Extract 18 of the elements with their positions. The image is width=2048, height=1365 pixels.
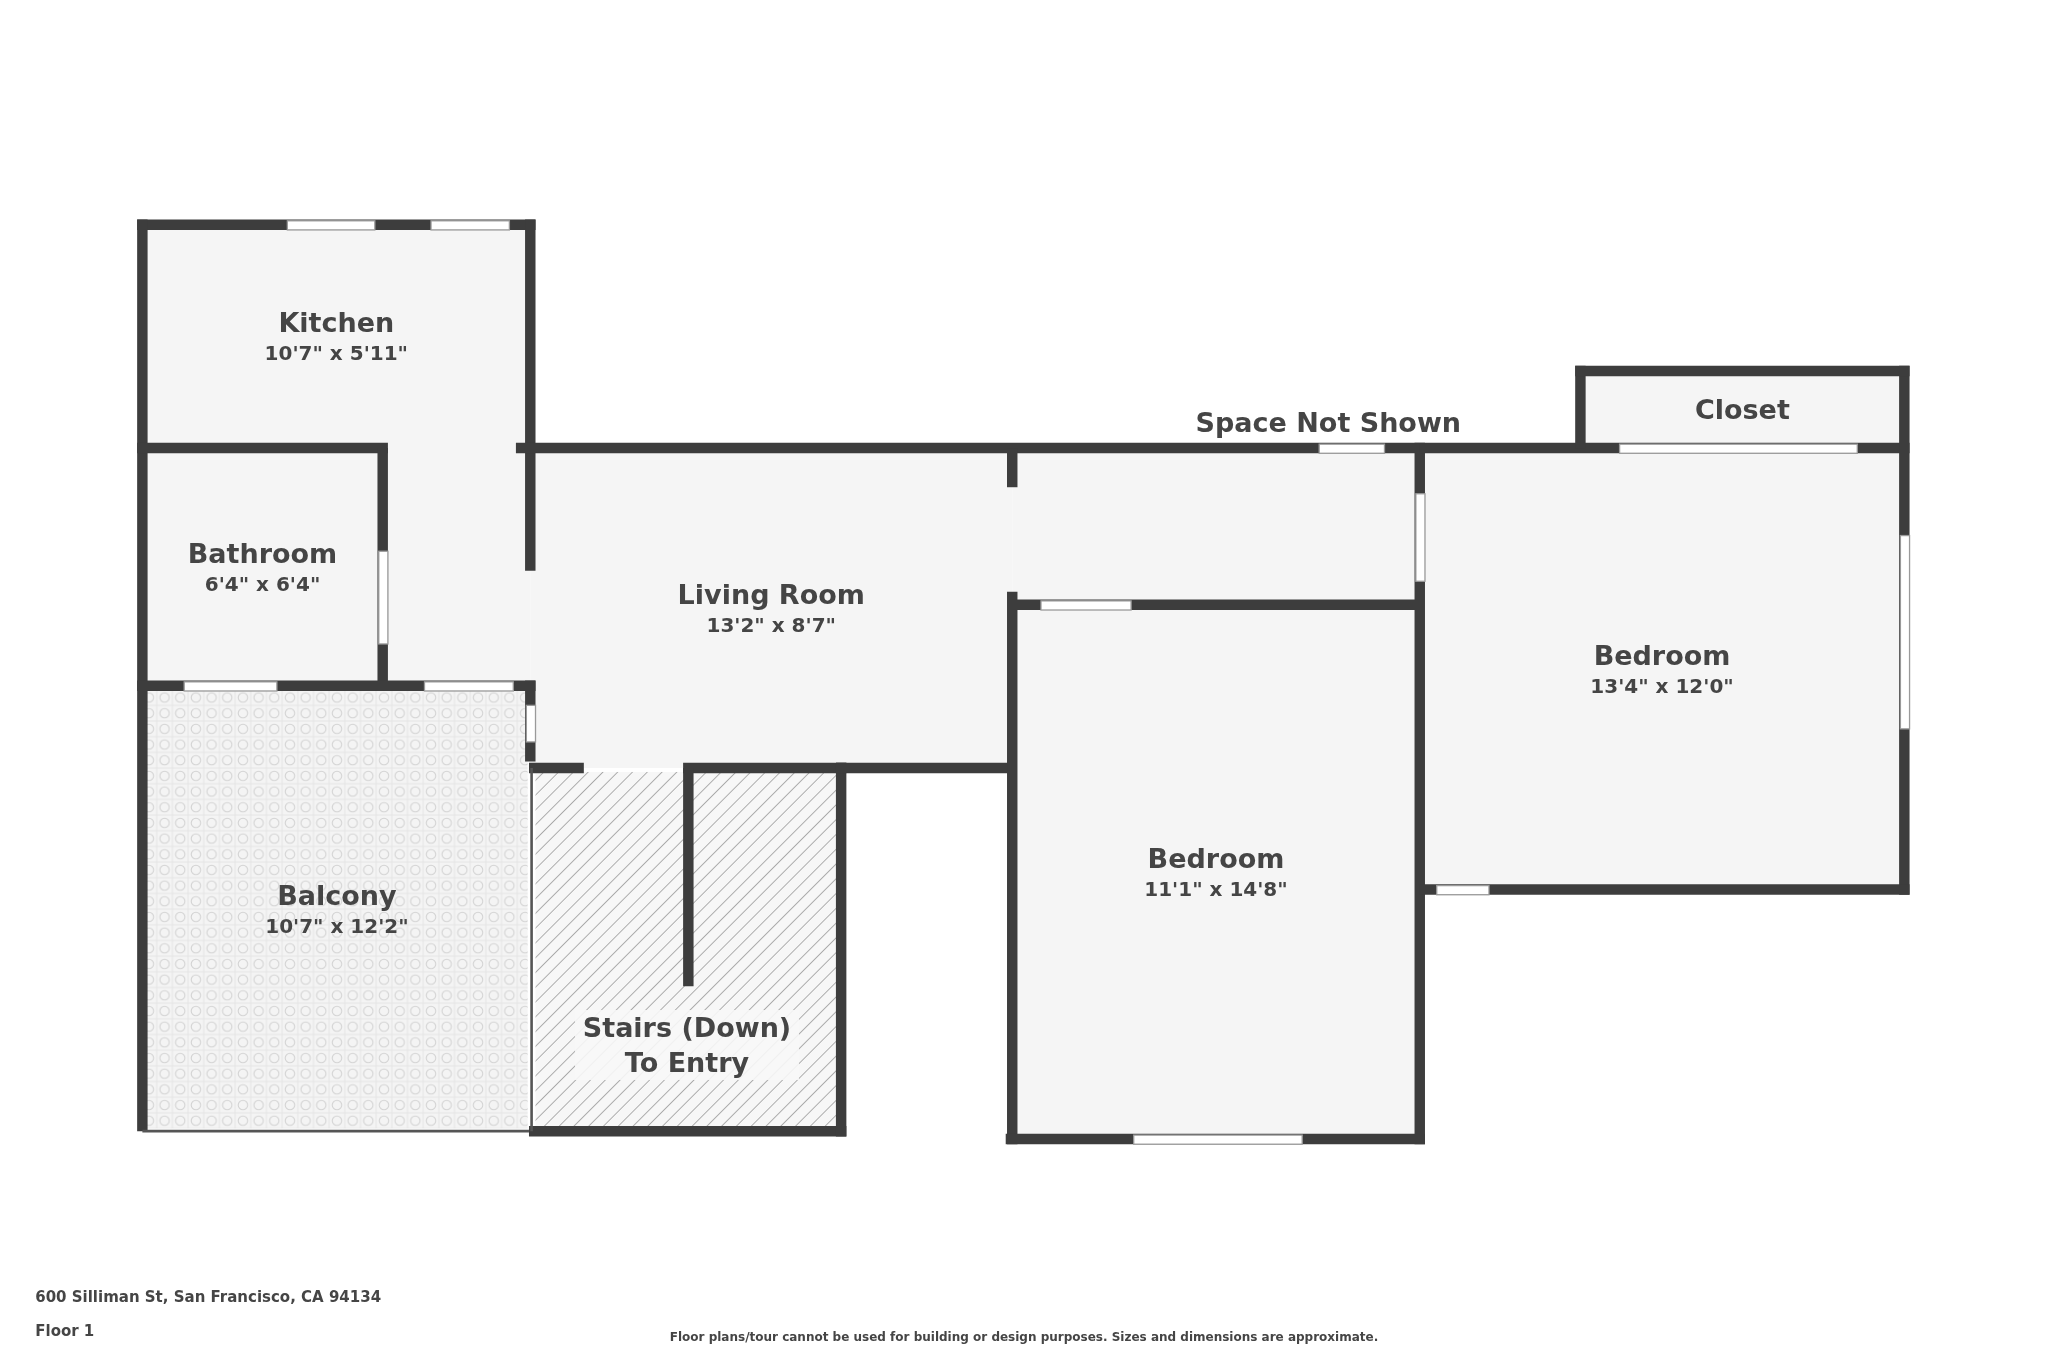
note-text: Floor plans/tour cannot be used for building or design purposes. Sizes and dimensions are approximate. xyxy=(669,1330,1379,1345)
room-name: Bedroom xyxy=(1592,638,1732,673)
room-name: Balcony xyxy=(276,879,398,913)
room-name: Bedroom xyxy=(1146,841,1286,876)
room-dimensions: 13'2" x 8'7" xyxy=(706,612,836,640)
room-name: Kitchen xyxy=(277,306,396,341)
room-name: Stairs (Down) To Entry xyxy=(575,1010,799,1081)
note-text: 600 Silliman St, San Francisco, CA 94134 xyxy=(35,1287,382,1306)
room-name: Living Room xyxy=(676,577,866,612)
room-dimensions: 13'4" x 12'0" xyxy=(1590,672,1734,700)
room-dimensions: 6'4" x 6'4" xyxy=(204,570,321,598)
room-dimensions: 10'7" x 5'11" xyxy=(264,340,408,368)
room-name: Bathroom xyxy=(186,536,339,571)
room-dimensions: 10'7" x 12'2" xyxy=(265,913,409,941)
room-dimensions: 11'1" x 14'8" xyxy=(1144,875,1288,903)
area-label: Space Not Shown xyxy=(1195,406,1462,438)
room-name: Closet xyxy=(1693,392,1791,427)
note-text: Floor 1 xyxy=(35,1321,95,1340)
